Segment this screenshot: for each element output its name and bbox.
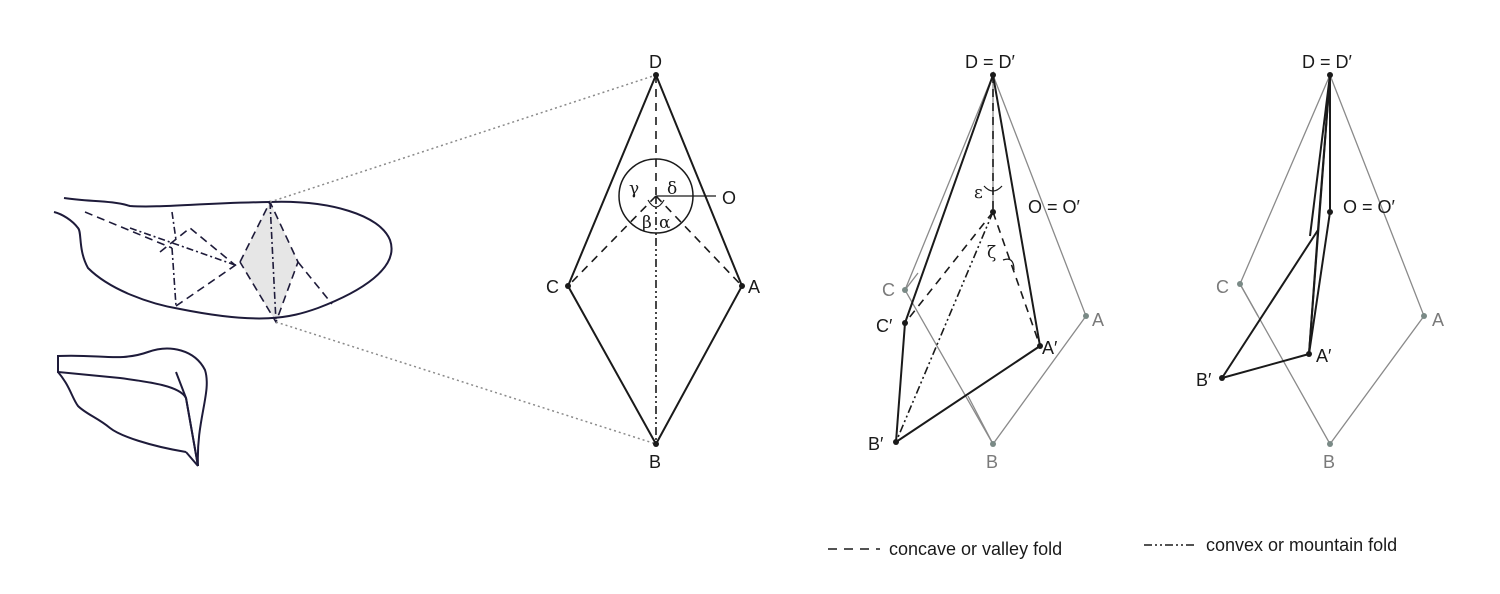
legend: concave or valley fold convex or mountai… bbox=[828, 535, 1397, 559]
vertex-A3-grey bbox=[1421, 313, 1427, 319]
label2-C-grey: C bbox=[882, 280, 895, 300]
vertex-C2-grey bbox=[902, 287, 908, 293]
panel2-vertices bbox=[893, 72, 1089, 447]
angle-zeta: ζ bbox=[987, 243, 996, 263]
valley-fold-OC-2 bbox=[904, 211, 994, 324]
panel-fully-folded bbox=[1219, 72, 1427, 447]
label3-B-grey: B bbox=[1323, 452, 1335, 472]
angle-gamma: γ bbox=[629, 179, 639, 199]
angle-beta: β bbox=[642, 213, 652, 233]
panel2-labels: D = D′ O = O′ C A B C′ A′ B′ ε ζ bbox=[868, 52, 1104, 472]
vertex-D3 bbox=[1327, 72, 1333, 78]
wing-shaded-region bbox=[240, 202, 298, 322]
label-D: D bbox=[649, 52, 662, 72]
folded-wing-sketch bbox=[57, 347, 208, 467]
grey-C-link bbox=[904, 272, 919, 291]
vertex-B3-prime bbox=[1219, 375, 1225, 381]
zoom-lines bbox=[269, 74, 657, 445]
legend-mountain-label: convex or mountain fold bbox=[1206, 535, 1397, 555]
label2-A-prime: A′ bbox=[1042, 338, 1058, 358]
label-O: O bbox=[722, 188, 736, 208]
label2-A-grey: A bbox=[1092, 310, 1104, 330]
label3-A-prime: A′ bbox=[1316, 346, 1332, 366]
label-A: A bbox=[748, 277, 760, 297]
valley-fold-OA bbox=[655, 195, 743, 287]
vertex-C bbox=[565, 283, 571, 289]
vertex-B2-prime bbox=[893, 439, 899, 445]
vertex-B3-grey bbox=[1327, 441, 1333, 447]
label3-O: O = O′ bbox=[1343, 197, 1396, 217]
vertex-C3-grey bbox=[1237, 281, 1243, 287]
vertex-C2-prime bbox=[902, 320, 908, 326]
vertex-A2-grey bbox=[1083, 313, 1089, 319]
vertex-A2-prime bbox=[1037, 343, 1043, 349]
label-C: C bbox=[546, 277, 559, 297]
grey-B-link bbox=[967, 395, 994, 445]
vertex-A3-prime bbox=[1306, 351, 1312, 357]
vertex-B bbox=[653, 441, 659, 447]
label2-B-grey: B bbox=[986, 452, 998, 472]
wing-sketch bbox=[53, 197, 393, 467]
label3-D: D = D′ bbox=[1302, 52, 1353, 72]
grey-C-link-3 bbox=[1239, 283, 1259, 317]
wing-outline bbox=[53, 197, 393, 320]
panel1-vertices bbox=[565, 72, 745, 447]
vertex-D bbox=[653, 72, 659, 78]
original-outline-grey-3 bbox=[1239, 73, 1425, 446]
valley-fold-OA-2 bbox=[992, 211, 1041, 347]
label-B: B bbox=[649, 452, 661, 472]
label3-B-prime: B′ bbox=[1196, 370, 1212, 390]
label2-D: D = D′ bbox=[965, 52, 1016, 72]
vertex-O3 bbox=[1327, 209, 1333, 215]
vertex-B2-grey bbox=[990, 441, 996, 447]
folded-shape-3 bbox=[1221, 74, 1331, 379]
label3-C-grey: C bbox=[1216, 277, 1229, 297]
epsilon-arc bbox=[983, 185, 1003, 192]
mountain-fold-OB-2 bbox=[895, 211, 994, 443]
panel1-labels: D B C A O γ δ β α bbox=[546, 52, 760, 472]
angle-epsilon: ε bbox=[974, 183, 983, 203]
vertex-D2 bbox=[990, 72, 996, 78]
panel-partially-folded bbox=[893, 71, 1089, 447]
label2-C-prime: C′ bbox=[876, 316, 893, 336]
vertex-O2 bbox=[990, 209, 996, 215]
wing-veins bbox=[84, 200, 333, 324]
zeta-arc bbox=[1002, 258, 1015, 271]
legend-valley-label: concave or valley fold bbox=[889, 539, 1062, 559]
label2-B-prime: B′ bbox=[868, 434, 884, 454]
alpha-arc bbox=[647, 199, 665, 208]
angle-delta: δ bbox=[667, 179, 677, 199]
vertex-A bbox=[739, 283, 745, 289]
panel3-vertices bbox=[1219, 72, 1427, 447]
angle-circle bbox=[618, 158, 694, 234]
panel-unfolded bbox=[565, 72, 745, 447]
label2-O: O = O′ bbox=[1028, 197, 1081, 217]
label3-A-grey: A bbox=[1432, 310, 1444, 330]
panel3-labels: D = D′ O = O′ C A B A′ B′ bbox=[1196, 52, 1444, 472]
angle-alpha: α bbox=[659, 213, 671, 233]
valley-fold-OC bbox=[567, 195, 657, 287]
